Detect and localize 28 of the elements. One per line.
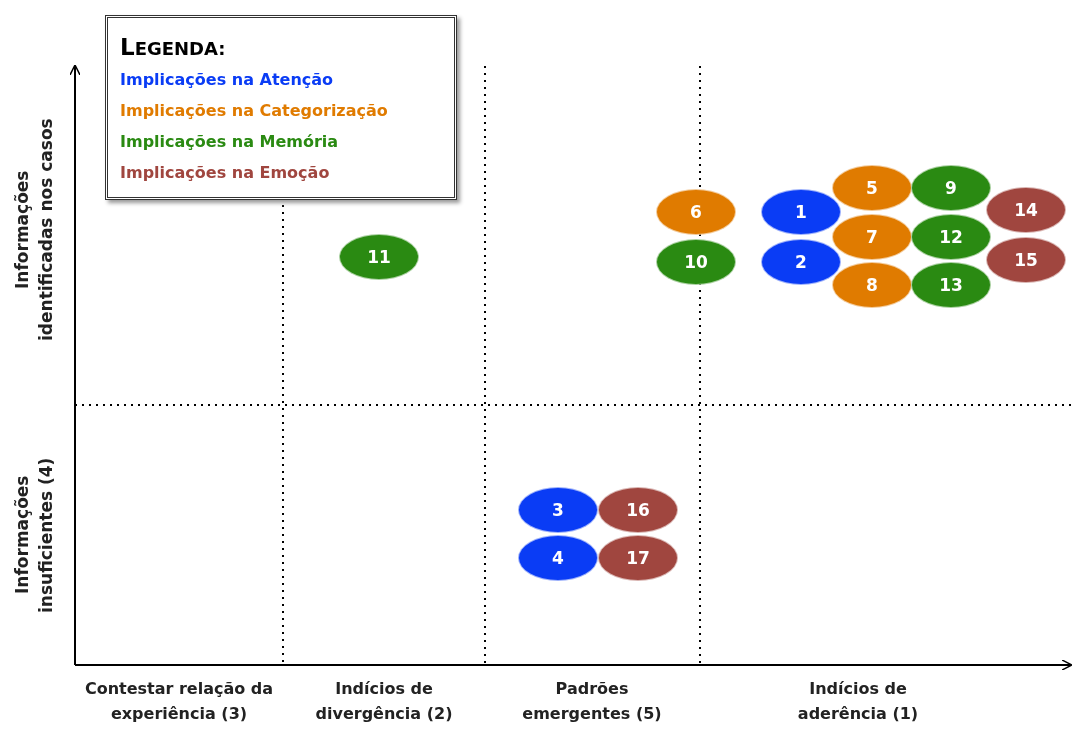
number-ellipse: 5 <box>832 165 912 211</box>
number-ellipse: 6 <box>656 189 736 235</box>
axis-label: Informações insuficientes (4) <box>11 456 57 615</box>
number-ellipse: 14 <box>986 187 1066 233</box>
number-ellipse: 17 <box>598 535 678 581</box>
category-label: Indícios de divergência (2) <box>314 678 454 725</box>
legend-entry: Implicações na Memória <box>120 131 339 153</box>
number-ellipse: 1 <box>761 189 841 235</box>
number-ellipse: 3 <box>518 487 598 533</box>
legend-entry: Implicações na Emoção <box>120 162 330 184</box>
number-ellipse: 13 <box>911 262 991 308</box>
number-ellipse: 15 <box>986 237 1066 283</box>
number-ellipse: 9 <box>911 165 991 211</box>
category-label: Contestar relação da experiência (3) <box>83 678 275 725</box>
number-ellipse: 10 <box>656 239 736 285</box>
number-ellipse: 2 <box>761 239 841 285</box>
legend-entry: Implicações na Atenção <box>120 69 334 91</box>
number-ellipse: 11 <box>339 234 419 280</box>
number-ellipse: 7 <box>832 214 912 260</box>
legend-title: LEGENDA: <box>120 33 226 62</box>
number-ellipse: 16 <box>598 487 678 533</box>
number-ellipse: 4 <box>518 535 598 581</box>
category-label: Indícios de aderência (1) <box>796 678 920 725</box>
category-label: Padrões emergentes (5) <box>521 678 663 725</box>
number-ellipse: 12 <box>911 214 991 260</box>
number-ellipse: 8 <box>832 262 912 308</box>
legend-entry: Implicações na Categorização <box>120 100 388 122</box>
axis-label: Informações identificadas nos casos <box>11 117 57 344</box>
